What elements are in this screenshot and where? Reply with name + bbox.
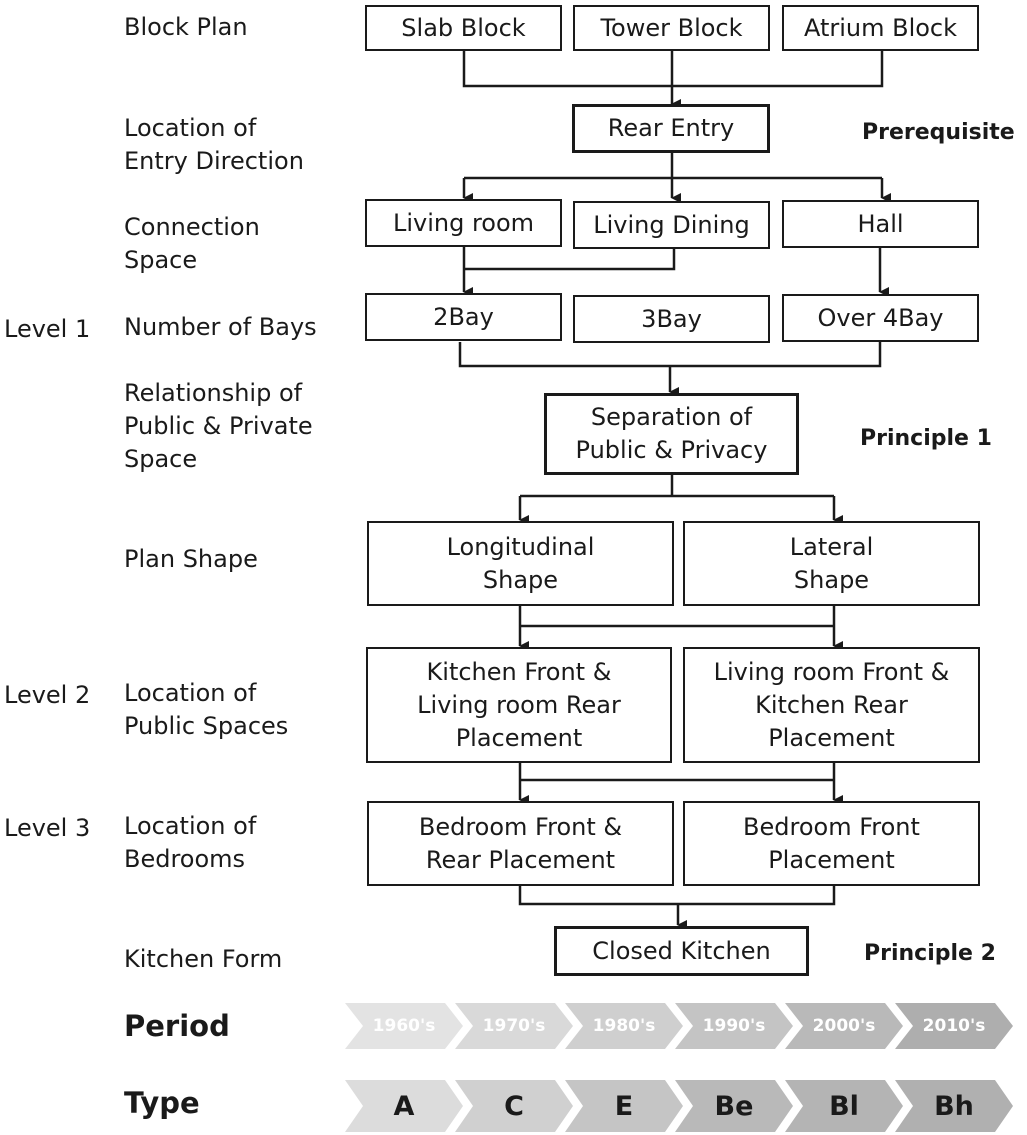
period-label: 2000's: [812, 1016, 876, 1036]
type-chevron: [785, 1080, 903, 1132]
type-label: Bh: [934, 1090, 974, 1122]
label-number-of-bays: Number of Bays: [124, 313, 317, 341]
living-room-front-placement-box: Living room Front & Kitchen Rear Placeme…: [683, 647, 980, 763]
tower-block-box: Tower Block: [573, 5, 770, 51]
label-bedrooms: Location of Bedrooms: [124, 812, 257, 873]
period-chevron: [345, 1003, 463, 1049]
type-chevron: [455, 1080, 573, 1132]
lateral-shape-box: Lateral Shape: [683, 521, 980, 606]
level-1-label: Level 1: [4, 315, 91, 343]
type-title: Type: [124, 1086, 200, 1120]
period-label: 1990's: [702, 1016, 766, 1036]
rear-entry-box: Rear Entry: [572, 104, 770, 153]
bedroom-front-box: Bedroom Front Placement: [683, 801, 980, 886]
bay-2-box: 2Bay: [365, 293, 562, 341]
label-entry-direction: Location of Entry Direction: [124, 114, 304, 175]
label-public-private-relationship: Relationship of Public & Private Space: [124, 379, 313, 473]
period-chevron: [565, 1003, 683, 1049]
hall-box: Hall: [782, 200, 979, 248]
label-kitchen-form: Kitchen Form: [124, 945, 283, 973]
period-chevron: [675, 1003, 793, 1049]
living-dining-box: Living Dining: [573, 201, 770, 249]
bedroom-front-rear-box: Bedroom Front & Rear Placement: [367, 801, 674, 886]
bay-over-4-box: Over 4Bay: [782, 294, 979, 342]
level-3-label: Level 3: [4, 814, 91, 842]
period-title: Period: [124, 1009, 230, 1043]
level-2-label: Level 2: [4, 681, 91, 709]
type-chevron: [345, 1080, 463, 1132]
period-label: 1980's: [592, 1016, 656, 1036]
type-label: E: [614, 1090, 634, 1122]
prerequisite-tag: Prerequisite: [862, 120, 1015, 145]
period-label: 1970's: [482, 1016, 546, 1036]
closed-kitchen-box: Closed Kitchen: [554, 926, 809, 976]
period-chevron: [895, 1003, 1013, 1049]
kitchen-front-placement-box: Kitchen Front & Living room Rear Placeme…: [366, 647, 672, 763]
label-public-spaces: Location of Public Spaces: [124, 679, 289, 740]
separation-of-public-privacy-box: Separation of Public & Privacy: [544, 393, 799, 475]
label-block-plan: Block Plan: [124, 13, 248, 41]
period-label: 1960's: [372, 1016, 436, 1036]
bay-3-box: 3Bay: [573, 295, 770, 343]
slab-block-box: Slab Block: [365, 5, 562, 51]
type-chevron: [675, 1080, 793, 1132]
label-connection-space: Connection Space: [124, 213, 260, 274]
type-label: C: [504, 1090, 524, 1122]
principle-2-tag: Principle 2: [864, 941, 996, 966]
type-label: Bl: [829, 1090, 859, 1122]
label-plan-shape: Plan Shape: [124, 545, 258, 573]
type-chevron: [895, 1080, 1013, 1132]
period-chevron: [455, 1003, 573, 1049]
type-label: Be: [714, 1090, 754, 1122]
type-label: A: [393, 1090, 415, 1122]
longitudinal-shape-box: Longitudinal Shape: [367, 521, 674, 606]
atrium-block-box: Atrium Block: [782, 5, 979, 51]
period-label: 2010's: [922, 1016, 986, 1036]
period-chevron: [785, 1003, 903, 1049]
type-chevron: [565, 1080, 683, 1132]
living-room-box: Living room: [365, 199, 562, 247]
principle-1-tag: Principle 1: [860, 426, 992, 451]
